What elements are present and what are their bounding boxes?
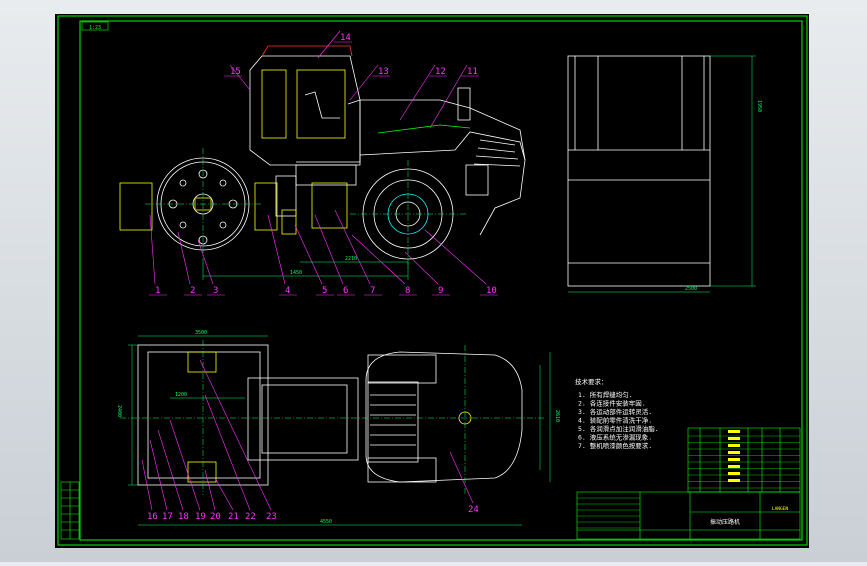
bom-entry <box>728 430 740 433</box>
plan-dim-1: 3500 <box>195 330 207 336</box>
part-number: 17 <box>162 512 173 522</box>
title-block-rows <box>577 497 640 529</box>
end-dimensions <box>568 55 756 293</box>
part-number: 7 <box>370 286 375 296</box>
leader-line <box>267 214 286 285</box>
end-view <box>567 55 711 287</box>
tech-item: 6. 液压系统无渗漏现象. <box>578 433 652 442</box>
part-number: 1 <box>155 286 160 296</box>
bom-entry <box>728 465 740 468</box>
leader-line <box>351 234 406 285</box>
tech-items: 1. 所有焊缝均匀.2. 各连接件安装牢固.3. 各运动部件运转灵活.4. 装配… <box>578 390 659 450</box>
part-number: 3 <box>213 286 218 296</box>
part-number: 20 <box>210 512 221 522</box>
part-number: 8 <box>405 286 410 296</box>
plan-dim-5: 2610 <box>554 410 560 422</box>
end-dim-2: 1950 <box>756 100 762 112</box>
tech-item: 3. 各运动部件运转灵活. <box>578 407 652 416</box>
revision-strip <box>60 481 80 540</box>
title-block <box>576 491 801 540</box>
leader-line <box>404 251 439 285</box>
leader-line <box>149 439 168 511</box>
tech-item: 2. 各连接件安装牢固. <box>578 399 646 408</box>
side-leaders <box>149 30 498 296</box>
end-dim-1: 2500 <box>685 286 697 292</box>
inner-frame <box>79 20 803 541</box>
title-block-name: 振动压路机 <box>710 518 740 526</box>
title-block-label: LANGEN <box>772 506 789 512</box>
leader-line <box>294 224 323 285</box>
leader-line <box>204 394 251 511</box>
tech-item: 5. 各润滑点加注润滑油脂. <box>578 424 659 433</box>
leader-line <box>157 429 184 511</box>
bom-entry <box>728 444 740 447</box>
side-dim-2: 2210 <box>345 256 357 262</box>
leader-line <box>197 239 214 285</box>
drawing-sheet <box>55 14 809 548</box>
leader-line <box>199 359 272 511</box>
leader-line <box>334 209 371 285</box>
leader-line <box>424 229 487 285</box>
leader-line <box>177 231 191 285</box>
part-number: 23 <box>266 512 277 522</box>
bom-marks <box>728 430 740 482</box>
bom-rows <box>688 435 800 489</box>
part-number: 16 <box>147 512 158 522</box>
plan-dim-2: 1200 <box>175 392 187 398</box>
leader-line <box>149 214 156 285</box>
tech-requirements: 技术要求： 1. 所有焊缝均匀.2. 各连接件安装牢固.3. 各运动部件运转灵活… <box>575 377 659 450</box>
part-number: 24 <box>468 505 479 515</box>
side-dim-1: 1450 <box>290 270 302 276</box>
tech-item: 7. 整机喷漆颜色按要求. <box>578 441 652 450</box>
part-number: 2 <box>190 286 195 296</box>
corner-tag: 1:23 <box>89 25 101 31</box>
part-number: 11 <box>467 67 478 77</box>
leader-line <box>449 451 474 504</box>
plan-dim-3: 4550 <box>320 519 332 525</box>
leader-line <box>317 30 341 59</box>
corner-tag-box <box>81 21 109 31</box>
tech-item: 1. 所有焊缝均匀. <box>578 390 633 399</box>
plan-labels: 16 17 18 19 20 21 22 23 24 <box>147 505 479 522</box>
part-number: 6 <box>343 286 348 296</box>
part-number: 5 <box>322 286 327 296</box>
bom-entry <box>728 458 740 461</box>
leader-line <box>169 419 201 511</box>
part-number: 4 <box>285 286 290 296</box>
part-number: 22 <box>245 512 256 522</box>
part-number: 12 <box>435 67 446 77</box>
leader-line <box>349 64 379 101</box>
outer-frame <box>57 15 808 546</box>
plan-dimensions <box>128 335 551 526</box>
part-number: 14 <box>340 33 351 43</box>
plan-leaders <box>141 359 474 511</box>
part-number: 18 <box>178 512 189 522</box>
tech-item: 4. 装配前零件清洗干净. <box>578 416 652 425</box>
part-number: 13 <box>378 67 389 77</box>
side-centerlines <box>145 148 466 268</box>
plan-dim-4: 2400 <box>116 405 122 417</box>
leader-line <box>204 469 216 511</box>
leader-line <box>314 214 344 285</box>
part-number: 9 <box>438 286 443 296</box>
plan-view <box>137 344 523 486</box>
part-number: 10 <box>486 286 497 296</box>
bom-entry <box>728 437 740 440</box>
leader-line <box>141 459 153 511</box>
tech-title: 技术要求： <box>575 377 608 386</box>
part-number: 15 <box>230 67 241 77</box>
leader-line <box>399 64 436 121</box>
leader-line <box>229 64 251 91</box>
part-number: 21 <box>228 512 239 522</box>
bom-entry <box>728 451 740 454</box>
side-dimensions <box>202 261 409 280</box>
bom-entry <box>728 479 740 482</box>
bom-entry <box>728 472 740 475</box>
leader-line <box>214 477 234 511</box>
part-number: 19 <box>195 512 206 522</box>
leader-line <box>429 64 468 129</box>
